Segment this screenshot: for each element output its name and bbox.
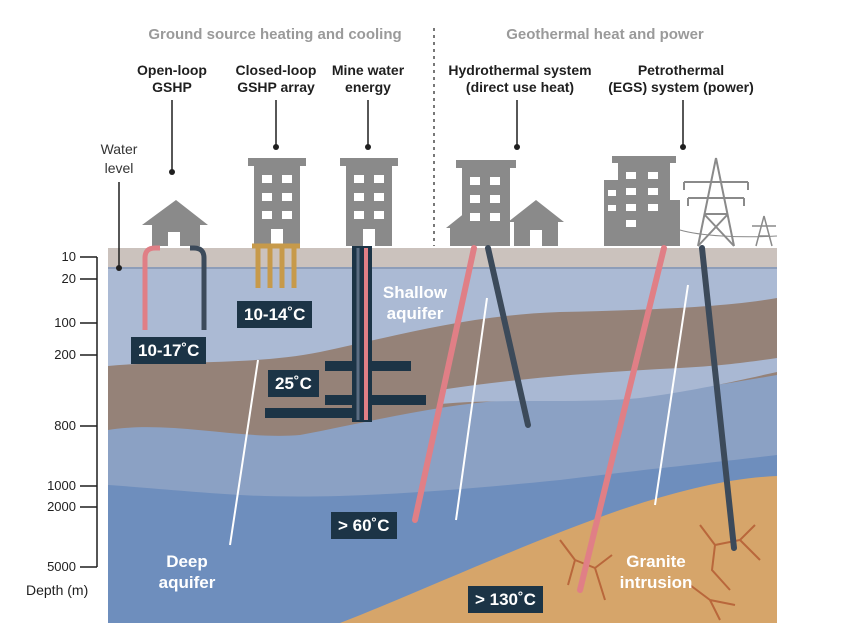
depth-tick: 20 (61, 271, 76, 286)
granite-cracks (559, 524, 761, 621)
power-pylon-icon (683, 157, 749, 247)
hot-pipe (142, 245, 160, 330)
leader-lines (118, 100, 684, 268)
mine-water-shaft (265, 246, 426, 422)
column-header-petrothermal: Petrothermal (EGS) system (power) (608, 62, 754, 95)
depth-tick: 100 (54, 315, 76, 330)
petrothermal-wells (577, 245, 737, 593)
mine-shaft (352, 246, 372, 422)
temp-badge-mine-water: 25˚C (268, 370, 319, 397)
left-section-header: Ground source heating and cooling (148, 26, 402, 43)
open-loop-house (142, 200, 208, 246)
closed-loop-building (248, 158, 306, 246)
depth-axis (80, 256, 98, 568)
depth-tick: 5000 (47, 559, 76, 574)
shallow-aquifer-layer (108, 248, 777, 366)
ground-layers (108, 248, 777, 623)
cold-pipe (190, 245, 207, 330)
upper-blue-band (440, 358, 777, 404)
shallow-aquifer-label: Shallow aquifer (382, 283, 448, 323)
column-header-hydrothermal: Hydrothermal system (direct use heat) (448, 62, 592, 95)
mine-water-building (340, 158, 398, 246)
building-icon (462, 168, 510, 246)
closed-loop-array (252, 243, 300, 288)
column-header-mine-water: Mine water energy (331, 62, 405, 95)
depth-tick: 1000 (47, 478, 76, 493)
granite-intrusion-label: Granite intrusion (619, 552, 693, 592)
temp-badge-closed-loop: 10-14˚C (237, 301, 313, 328)
mine-gallery (325, 395, 426, 405)
open-loop-pipes (142, 245, 207, 330)
depth-tick: 10 (61, 249, 76, 264)
cold-well (485, 245, 531, 428)
cold-well (699, 245, 737, 551)
petrothermal-buildings (604, 156, 778, 247)
building-icon (618, 162, 670, 246)
column-header-closed-loop: Closed-loop GSHP array (235, 62, 317, 95)
fault-lines (229, 284, 689, 546)
hydrothermal-wells (412, 245, 531, 523)
hydrothermal-buildings (446, 160, 564, 246)
deep-aquifer-label: Deep aquifer (158, 552, 216, 592)
depth-axis-label: Depth (m) (26, 582, 89, 598)
column-header-open-loop: Open-loop GSHP (137, 62, 207, 95)
house-icon (142, 200, 208, 246)
granite-intrusion (340, 476, 777, 623)
temp-badge-petrothermal: > 130˚C (468, 586, 543, 613)
temp-badge-open-loop: 10-17˚C (131, 337, 207, 364)
depth-tick: 200 (54, 347, 76, 362)
house-icon (508, 200, 564, 246)
hot-well (577, 245, 667, 593)
small-pylon-icon (752, 215, 776, 247)
depth-tick: 800 (54, 418, 76, 433)
water-level-label: Water level (100, 141, 138, 176)
surface-layer (108, 248, 777, 268)
hot-well (412, 245, 477, 523)
right-section-header: Geothermal heat and power (506, 26, 704, 43)
temp-badge-hydrothermal: > 60˚C (331, 512, 397, 539)
depth-tick: 2000 (47, 499, 76, 514)
mine-gallery (265, 408, 363, 418)
